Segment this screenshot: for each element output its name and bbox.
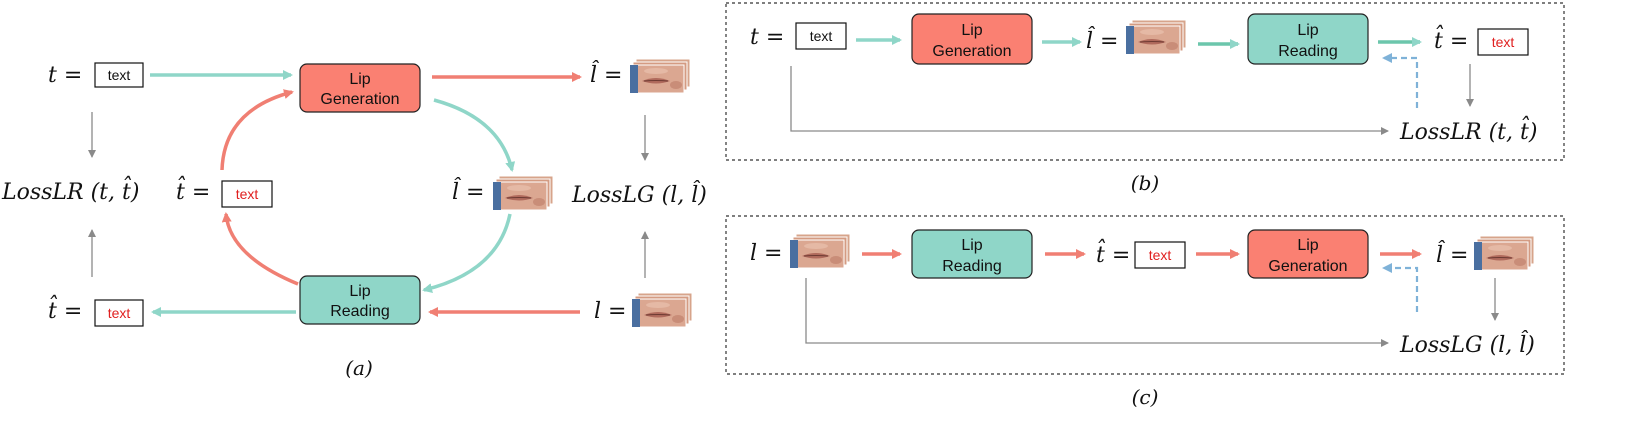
text-box xyxy=(221,180,273,208)
caption-c: (c) xyxy=(1132,385,1159,409)
panel-a: t = text Lip Generation Lip Reading l̂ =… xyxy=(1,59,707,380)
text-box-label: text xyxy=(108,67,131,83)
text-box-label: text xyxy=(1149,247,1172,263)
caption-a: (a) xyxy=(345,356,373,380)
loss-lr-label: LossLR (t, t̂) xyxy=(1,176,139,205)
lip-generation-block xyxy=(911,13,1033,65)
lip-reading-line2: Reading xyxy=(330,303,390,320)
lip-reading-block xyxy=(1247,13,1369,65)
arrow-l-to-loss xyxy=(805,278,1389,347)
lip-image-icon xyxy=(1474,236,1534,270)
lip-generation-line1: Lip xyxy=(1297,237,1318,254)
text-box xyxy=(94,62,144,88)
t-eq-label: t = xyxy=(48,63,82,88)
loss-lg-label: LossLG (l, l̂) xyxy=(571,181,707,208)
lip-image-icon xyxy=(1126,20,1186,54)
arrow-that-to-generation xyxy=(220,89,294,171)
text-box xyxy=(1134,241,1186,269)
text-box xyxy=(795,22,847,50)
loss-lr-label: LossLR (t, t̂) xyxy=(1399,116,1537,145)
l-eq-label: l = xyxy=(594,299,626,324)
text-box-label: text xyxy=(108,305,131,321)
lhat-eq-label: l̂ = xyxy=(1086,27,1118,54)
lip-generation-line2: Generation xyxy=(932,43,1011,60)
that-eq-label: t̂ = xyxy=(1096,239,1130,268)
caption-b: (b) xyxy=(1131,171,1159,195)
text-box-label: text xyxy=(1492,34,1515,50)
dashed-feedback-arrow xyxy=(1382,263,1419,312)
text-box-label: text xyxy=(810,28,833,44)
lip-generation-block xyxy=(299,63,421,113)
dashed-feedback-arrow xyxy=(1382,53,1419,108)
panel-c: l = Lip Reading t̂ = text Lip Generation… xyxy=(725,215,1565,409)
text-box xyxy=(94,299,144,327)
lip-reading-block xyxy=(299,275,421,325)
loss-lg-label: LossLG (l, l̂) xyxy=(1399,331,1535,358)
lip-generation-line1: Lip xyxy=(961,22,982,39)
arrow-t-to-loss xyxy=(790,66,1389,135)
lip-reading-block xyxy=(911,229,1033,279)
lip-reading-line1: Lip xyxy=(1297,22,1318,39)
lip-generation-block xyxy=(1247,229,1369,279)
lhat-eq-label: l̂ = xyxy=(1436,241,1468,268)
lip-image-icon xyxy=(493,176,553,210)
lhat-eq-label: l̂ = xyxy=(452,178,484,205)
lip-generation-line2: Generation xyxy=(320,91,399,108)
that-eq-label: t̂ = xyxy=(1434,25,1468,54)
lip-reading-line2: Reading xyxy=(942,258,1002,275)
arrow-reading-to-that xyxy=(221,212,299,286)
text-box-label: text xyxy=(236,186,259,202)
lip-image-icon xyxy=(632,293,692,327)
lip-reading-line1: Lip xyxy=(349,283,370,300)
lip-reading-line1: Lip xyxy=(961,237,982,254)
lip-image-icon xyxy=(630,59,690,93)
lhat-eq-label: l̂ = xyxy=(590,61,622,88)
arrow-lhat-to-reading xyxy=(422,213,512,293)
lip-generation-line1: Lip xyxy=(349,71,370,88)
that-eq-label: t̂ = xyxy=(176,176,210,205)
arrow-generation-to-lhat-mid xyxy=(433,98,516,172)
lip-image-icon xyxy=(790,234,850,268)
t-eq-label: t = xyxy=(750,25,784,50)
panel-b: t = text Lip Generation l̂ = Lip Reading… xyxy=(725,2,1565,195)
text-box xyxy=(1477,28,1529,56)
that-eq-label: t̂ = xyxy=(48,295,82,324)
lip-generation-line2: Generation xyxy=(1268,258,1347,275)
lip-reading-line2: Reading xyxy=(1278,43,1338,60)
l-eq-label: l = xyxy=(750,241,782,266)
